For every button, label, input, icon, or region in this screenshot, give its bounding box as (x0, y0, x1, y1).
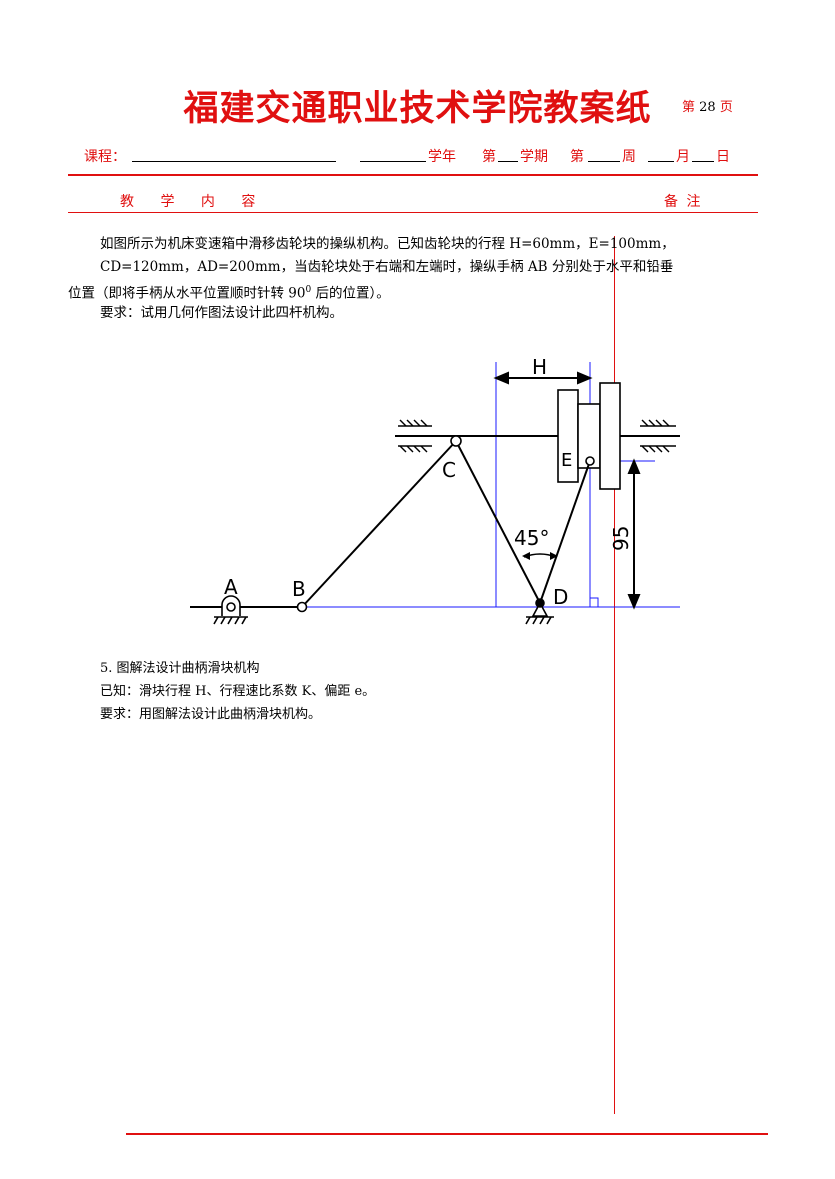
hatch (227, 616, 233, 625)
month-label: 月 (676, 149, 690, 165)
hatch (420, 419, 428, 427)
hatch (413, 419, 421, 427)
section5-requirement: 要求：用图解法设计此曲柄滑块机构。 (100, 707, 322, 722)
rail-support-left (398, 419, 432, 453)
problem-line-2: CD=120mm，AD=200mm，当齿轮块处于右端和左端时，操纵手柄 AB 分… (100, 259, 674, 275)
joint-e (585, 456, 595, 466)
term-underline (498, 161, 518, 162)
label-d: D (553, 585, 568, 609)
hatch (655, 445, 663, 453)
hatch (648, 445, 656, 453)
hatch (220, 616, 226, 625)
page-title: 福建交通职业技术学院教案纸 (0, 80, 835, 131)
hatch (406, 445, 414, 453)
angle-arrow-right (550, 552, 558, 560)
support-d-body (531, 601, 549, 617)
support-a-pin (226, 602, 236, 612)
problem-line-3-text: 位置（即将手柄从水平位置顺时针转 90 (68, 285, 306, 302)
hatch (532, 616, 538, 625)
hatch (662, 419, 670, 427)
dimension-95 (627, 458, 641, 610)
right-angle-mark (590, 597, 599, 607)
dimension-h (493, 371, 593, 385)
page-suffix: 页 (719, 100, 733, 115)
notes-column-header: 备 注 (664, 194, 703, 210)
page-number-value: 28 (699, 100, 716, 115)
week-underline (588, 161, 620, 162)
header-rule-top (68, 174, 758, 176)
course-label: 课程： (84, 149, 126, 165)
term-suffix: 学期 (520, 149, 548, 165)
problem-line-3: 位置（即将手柄从水平位置顺时针转 900 后的位置）。 (68, 279, 390, 306)
degree-superscript: 0 (305, 285, 312, 295)
hatch (234, 616, 240, 625)
hatch (213, 616, 219, 625)
hatch (525, 616, 531, 625)
rail-support-right (640, 419, 676, 453)
dim-95-arrow-bottom (627, 594, 641, 610)
week-suffix: 周 (622, 149, 636, 165)
gear-right (599, 382, 621, 490)
day-underline (692, 161, 714, 162)
hatch (399, 419, 407, 427)
hatch (648, 419, 656, 427)
link-de (539, 460, 591, 604)
day-label: 日 (716, 149, 730, 165)
hatch (413, 445, 421, 453)
label-h: H (532, 355, 547, 379)
gear-block (557, 382, 621, 490)
dim-h-arrow-right (577, 371, 593, 385)
course-underline (132, 161, 336, 162)
problem-line-3-end: 后的位置）。 (311, 285, 390, 302)
label-a: A (224, 575, 238, 599)
label-b: B (292, 577, 306, 601)
mechanism-diagram: H A B C D E 45° 95 (190, 355, 680, 625)
angle-arrow-left (522, 552, 530, 560)
hatch (641, 445, 649, 453)
hatch (655, 419, 663, 427)
support-a (213, 595, 248, 625)
content-column-header: 教 学 内 容 (120, 194, 258, 210)
hatch (399, 445, 407, 453)
hatch (406, 419, 414, 427)
year-underline (360, 161, 426, 162)
problem-requirement: 要求：试用几何作图法设计此四杆机构。 (100, 305, 343, 321)
page-prefix: 第 (682, 100, 696, 115)
header-rule-bottom (68, 212, 758, 213)
hatch (539, 616, 545, 625)
hatch (546, 616, 552, 625)
links (190, 440, 591, 608)
label-c: C (442, 458, 456, 482)
section5-heading: 5. 图解法设计曲柄滑块机构 (100, 661, 260, 676)
joint-c (450, 435, 462, 447)
notes-divider (614, 236, 615, 1114)
section5-known: 已知：滑块行程 H、行程速比系数 K、偏距 e。 (100, 684, 376, 699)
construction-lines (300, 362, 680, 608)
hatch (420, 445, 428, 453)
hatch (662, 445, 670, 453)
hatch (641, 419, 649, 427)
school-year-label: 学年 (428, 149, 456, 165)
dim-95-arrow-top (627, 458, 641, 474)
dim-h-arrow-left (493, 371, 509, 385)
label-angle: 45° (514, 526, 549, 550)
joints (296, 435, 595, 613)
school-title: 福建交通职业技术学院教案纸 (183, 88, 652, 129)
problem-line-1: 如图所示为机床变速箱中滑移齿轮块的操纵机构。已知齿轮块的行程 H=60mm，E=… (100, 236, 675, 252)
joint-b (296, 601, 308, 613)
label-e: E (561, 450, 572, 471)
link-cd (455, 440, 541, 604)
support-d (525, 598, 554, 625)
term-prefix: 第 (482, 149, 496, 165)
month-underline (648, 161, 674, 162)
support-d-pin (535, 598, 545, 608)
hatch (241, 616, 247, 625)
page-number: 第 28 页 (682, 96, 733, 115)
link-bc (301, 440, 457, 608)
label-95: 95 (609, 526, 633, 551)
week-prefix: 第 (570, 149, 584, 165)
footer-rule (126, 1133, 768, 1135)
